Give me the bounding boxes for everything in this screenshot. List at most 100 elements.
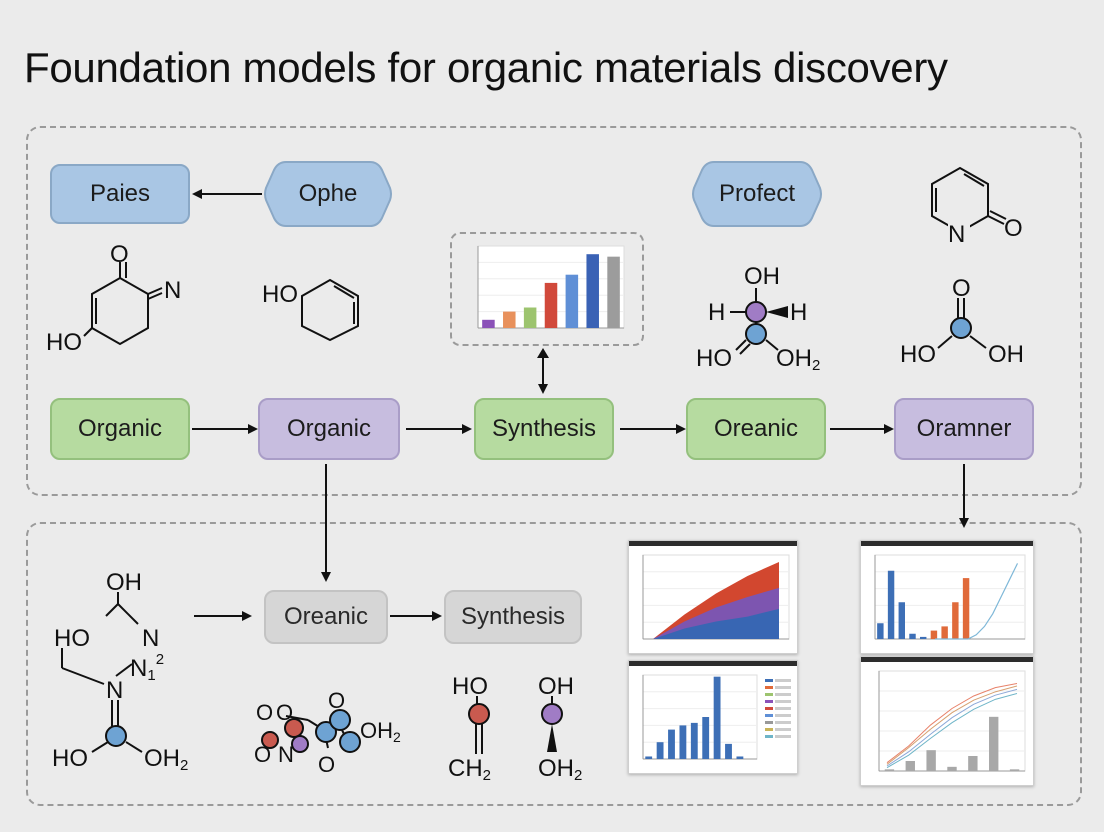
multi-line-chart — [878, 670, 1026, 772]
bar — [898, 602, 905, 639]
atom-n1: N12 — [130, 651, 164, 684]
bar — [962, 578, 970, 639]
legend-swatch — [765, 693, 773, 696]
bar — [725, 743, 732, 759]
line-series — [886, 688, 1018, 767]
bar — [736, 756, 744, 759]
bar — [645, 756, 653, 759]
legend-swatch — [765, 735, 773, 738]
molecule-quinone-imine: O N HO — [46, 241, 181, 356]
node-oreanic-2: Oreanic — [264, 590, 388, 644]
legend-swatch — [765, 679, 773, 682]
line-series — [935, 563, 1019, 640]
atom-n: N — [948, 221, 965, 248]
bar — [503, 311, 516, 328]
molecule-cluster: O O O O N O OH2 — [254, 688, 401, 777]
legend-swatch — [765, 707, 773, 710]
area-chart — [642, 554, 790, 640]
atom-o: O — [110, 241, 129, 268]
bar — [905, 761, 915, 771]
node-oreanic-1: Oreanic — [686, 398, 826, 460]
bar-chart-small — [477, 245, 625, 329]
bar — [941, 626, 948, 639]
bar — [690, 722, 698, 759]
legend-text-line — [775, 693, 791, 696]
legend-text-line — [775, 721, 791, 724]
molecule-cyclohexadienol: HO — [262, 278, 359, 342]
atom-oh: OH — [106, 569, 142, 596]
atom-oh: OH — [538, 673, 574, 700]
legend-text-line — [775, 707, 791, 710]
atom-n: N — [278, 742, 294, 767]
molecule-ball-stick-1: OH H H HO OH2 — [696, 263, 820, 374]
node-ophe: Ophe — [264, 158, 392, 230]
window-titlebar — [629, 541, 797, 546]
node-profect: Profect — [692, 158, 822, 230]
area-chart-screenshot — [628, 540, 798, 654]
molecule-hydroxyl: OH OH2 — [538, 673, 582, 784]
atom-oh: OH — [744, 263, 780, 290]
legend-swatch — [765, 728, 773, 731]
node-oramner: Oramner — [894, 398, 1034, 460]
atom-o: O — [1004, 215, 1023, 242]
bar-line-chart-screenshot — [860, 540, 1034, 654]
atom-o: O — [952, 275, 971, 302]
legend-swatch — [765, 686, 773, 689]
legend-text-line — [775, 728, 791, 731]
legend-text-line — [775, 700, 791, 703]
atom-oh: OH — [988, 341, 1024, 368]
line-series — [886, 685, 1018, 765]
node-synthesis-2: Synthesis — [444, 590, 582, 644]
molecule-carbonic-acid: O HO OH — [900, 275, 1024, 368]
window-titlebar — [629, 661, 797, 666]
area-series — [653, 608, 779, 639]
bar — [909, 633, 916, 639]
molecule-triazine: OH HO N N12 N HO OH2 — [52, 569, 188, 774]
atom-h-right: H — [790, 299, 807, 326]
bar-line-chart — [874, 554, 1026, 640]
atom-ho: HO — [46, 329, 82, 356]
atom-ho: HO — [54, 625, 90, 652]
node-synthesis-1: Synthesis — [474, 398, 614, 460]
bar — [482, 319, 495, 328]
bar — [887, 570, 895, 639]
legend-text-line — [775, 686, 791, 689]
legend-swatch — [765, 714, 773, 717]
node-organic-2: Organic — [258, 398, 400, 460]
atom-h-left: H — [708, 299, 725, 326]
chart-box — [450, 232, 644, 346]
atom-o3: O — [328, 688, 345, 713]
bar — [968, 756, 978, 771]
page-title: Foundation models for organic materials … — [24, 44, 948, 91]
legend-text-line — [775, 735, 791, 738]
atom-o2: O — [276, 700, 293, 725]
line-series — [886, 693, 1018, 769]
window-titlebar — [861, 657, 1033, 662]
window-titlebar — [861, 541, 1033, 546]
molecule-pyridone: N O — [931, 166, 1023, 248]
atom-oh2: OH2 — [538, 755, 582, 784]
bar — [713, 676, 721, 759]
atom-ho2: HO — [52, 745, 88, 772]
atom-o1: O — [256, 700, 273, 725]
bar — [930, 630, 938, 639]
bar — [702, 717, 710, 759]
plot-area — [874, 554, 1026, 640]
bar — [926, 750, 936, 771]
legend-swatch — [765, 721, 773, 724]
bar — [1009, 769, 1020, 771]
bar — [679, 725, 687, 759]
atom-ho: HO — [900, 341, 936, 368]
node-paies: Paies — [50, 164, 190, 224]
atom-oh2: OH2 — [360, 718, 401, 745]
legend-swatch — [765, 700, 773, 703]
atom-o4: O — [254, 742, 271, 767]
bottom-panel — [26, 522, 1082, 806]
histogram-screenshot — [628, 660, 798, 774]
atom-ho: HO — [262, 281, 298, 308]
bar — [989, 716, 999, 771]
bar — [877, 623, 884, 639]
atom-oh2: OH2 — [776, 345, 820, 374]
legend-text-line — [775, 679, 791, 682]
